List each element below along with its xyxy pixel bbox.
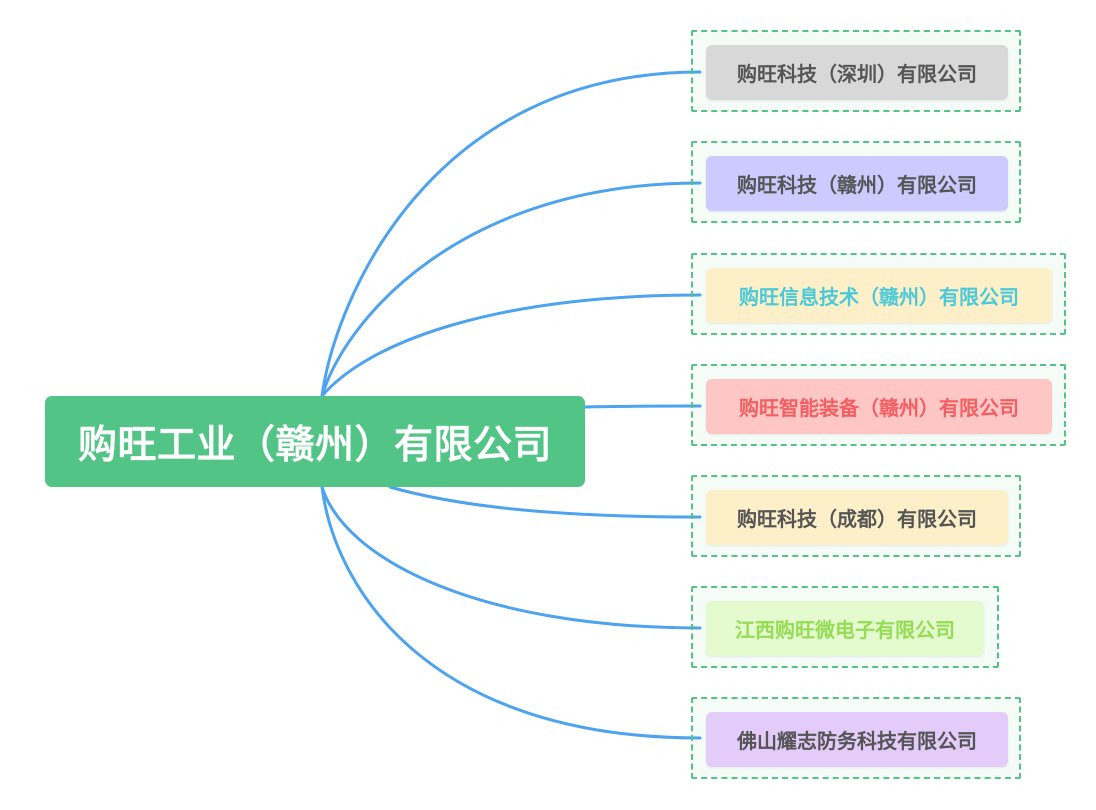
child-label-4: 购旺智能装备（赣州）有限公司 — [739, 396, 1019, 420]
child-node-6[interactable]: 江西购旺微电子有限公司 — [706, 601, 984, 656]
connector-line-1 — [320, 70, 702, 398]
child-node-5[interactable]: 购旺科技（成都）有限公司 — [706, 490, 1008, 545]
child-label-3: 购旺信息技术（赣州）有限公司 — [739, 285, 1019, 309]
child-label-5: 购旺科技（成都）有限公司 — [737, 507, 977, 531]
root-label: 购旺工业（赣州）有限公司 — [77, 422, 552, 468]
child-node-1[interactable]: 购旺科技（深圳）有限公司 — [706, 45, 1008, 100]
child-node-3[interactable]: 购旺信息技术（赣州）有限公司 — [706, 268, 1052, 323]
connector-line-4 — [583, 404, 702, 409]
child-node-7[interactable]: 佛山耀志防务科技有限公司 — [706, 712, 1008, 767]
root-node[interactable]: 购旺工业（赣州）有限公司 — [45, 396, 585, 487]
child-label-2: 购旺科技（赣州）有限公司 — [737, 173, 977, 197]
child-node-4[interactable]: 购旺智能装备（赣州）有限公司 — [706, 379, 1052, 434]
connector-line-2 — [320, 181, 702, 398]
connector-line-3 — [320, 293, 702, 398]
child-label-6: 江西购旺微电子有限公司 — [735, 618, 955, 642]
connector-line-7 — [320, 485, 702, 740]
connector-line-5 — [388, 485, 702, 519]
connector-line-6 — [320, 485, 702, 630]
child-label-1: 购旺科技（深圳）有限公司 — [737, 62, 977, 86]
child-label-7: 佛山耀志防务科技有限公司 — [737, 729, 977, 753]
child-node-2[interactable]: 购旺科技（赣州）有限公司 — [706, 156, 1008, 211]
